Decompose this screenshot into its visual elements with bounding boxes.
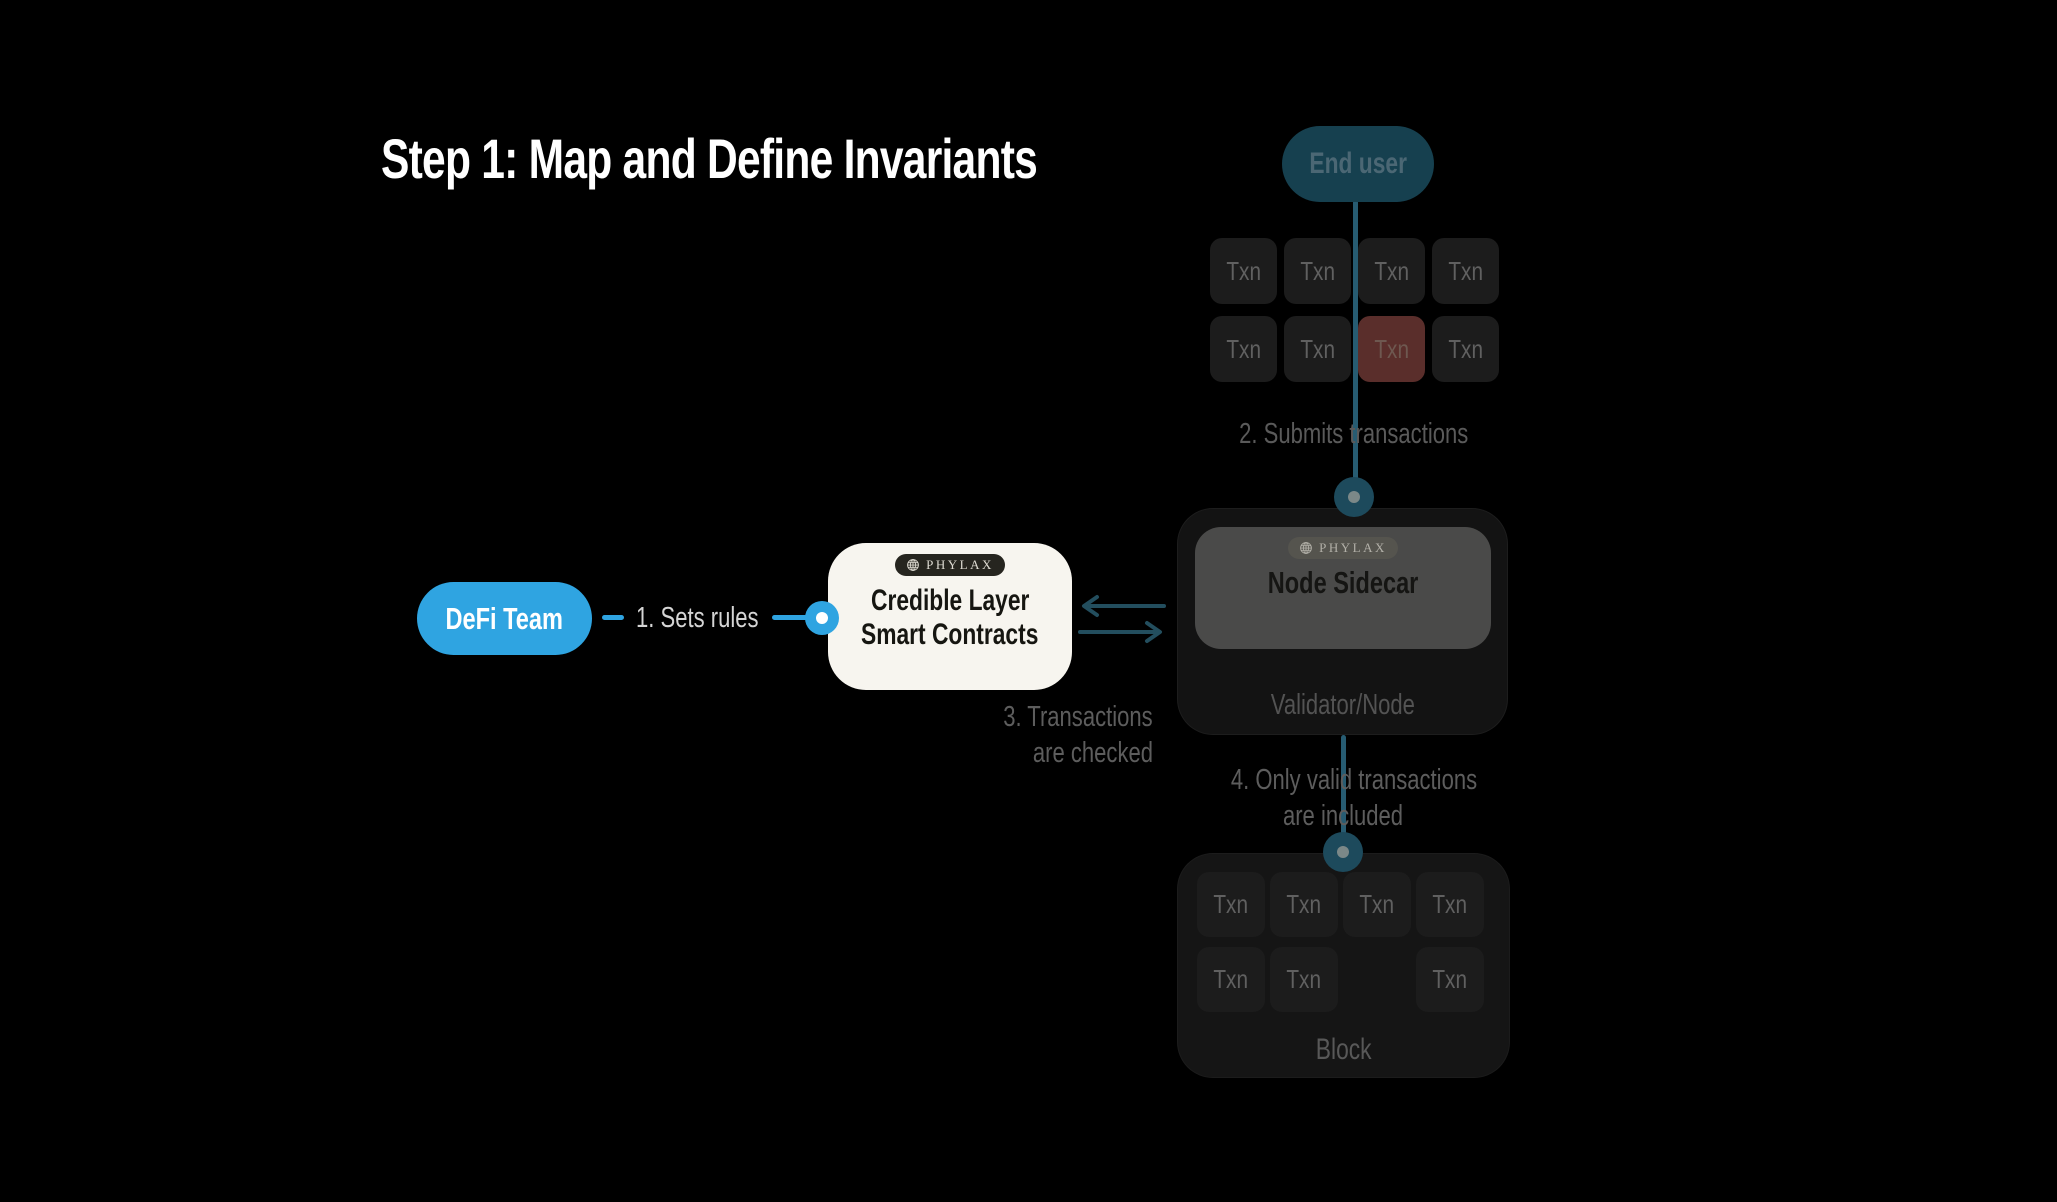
- block-caption: Block: [1315, 1033, 1372, 1066]
- rule-dash: [602, 615, 624, 620]
- connector-dot-bottom: [1323, 832, 1363, 872]
- phylax-badge-label: PHYLAX: [926, 557, 994, 572]
- txn-cell: Txn: [1270, 947, 1338, 1012]
- txn-cell: Txn: [1210, 316, 1277, 382]
- rule-line: [772, 615, 824, 620]
- defi-team-label: DeFi Team: [445, 600, 564, 636]
- arrow-left-icon: [1082, 595, 1166, 617]
- step3-label: 3. Transactions are checked: [1003, 701, 1153, 769]
- end-user-label: End user: [1309, 147, 1407, 180]
- connector-line-validator-to-block: [1341, 735, 1346, 837]
- txn-cell: Txn: [1284, 238, 1351, 304]
- rule-connector-dot: [805, 601, 839, 635]
- node-sidecar-box: PHYLAX Node Sidecar: [1195, 527, 1491, 649]
- arrow-right-icon: [1078, 621, 1162, 643]
- connector-line-enduser-to-validator: [1353, 200, 1358, 482]
- phylax-badge-label: PHYLAX: [1319, 540, 1387, 555]
- credible-layer-card: PHYLAX Credible Layer Smart Contracts: [828, 543, 1072, 690]
- step2-label: 2. Submits transactions: [1239, 418, 1469, 450]
- validator-node-container: PHYLAX Node Sidecar Validator/Node: [1177, 508, 1508, 735]
- connector-dot-top: [1334, 477, 1374, 517]
- validator-caption: Validator/Node: [1270, 689, 1415, 721]
- phylax-badge: PHYLAX: [1288, 537, 1398, 559]
- phylax-badge: PHYLAX: [895, 554, 1005, 576]
- txn-cell: Txn: [1416, 947, 1484, 1012]
- step4-label: 4. Only valid transactions are included: [1230, 764, 1478, 832]
- txn-cell: Txn: [1284, 316, 1351, 382]
- txn-cell-invalid: Txn: [1358, 316, 1425, 382]
- txn-cell: Txn: [1432, 316, 1499, 382]
- txn-cell: Txn: [1197, 947, 1265, 1012]
- defi-team-node: DeFi Team: [417, 582, 592, 655]
- txn-cell: Txn: [1343, 872, 1411, 937]
- check-exchange-arrows: [1078, 595, 1166, 643]
- txn-cell: Txn: [1210, 238, 1277, 304]
- end-user-node: End user: [1282, 126, 1434, 202]
- node-sidecar-title: Node Sidecar: [1267, 565, 1419, 600]
- page-title: Step 1: Map and Define Invariants: [381, 127, 1038, 190]
- credible-layer-title: Credible Layer Smart Contracts: [861, 584, 1039, 652]
- txn-cell: Txn: [1197, 872, 1265, 937]
- txn-cell: Txn: [1432, 238, 1499, 304]
- step1-label: 1. Sets rules: [636, 602, 759, 634]
- globe-icon: [907, 559, 919, 571]
- txn-cell: Txn: [1416, 872, 1484, 937]
- txn-cell: Txn: [1358, 238, 1425, 304]
- globe-icon: [1300, 542, 1312, 554]
- txn-cell: Txn: [1270, 872, 1338, 937]
